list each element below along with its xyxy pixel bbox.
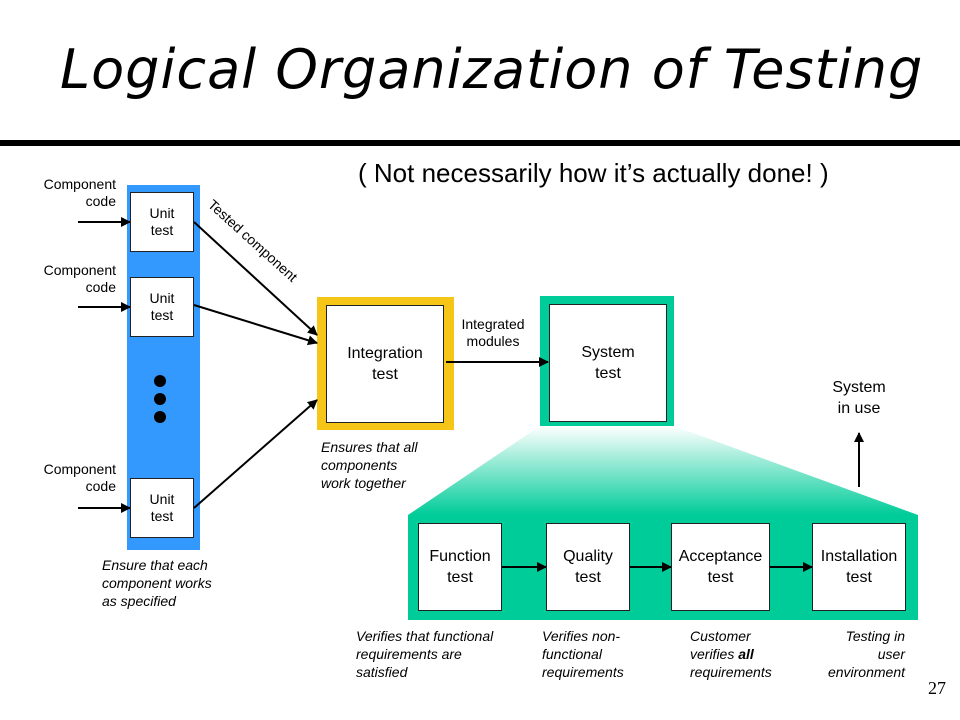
zoom-wedge <box>408 426 918 515</box>
ellipsis-dot <box>154 393 166 405</box>
component-code-label: Component code <box>43 176 116 209</box>
integration-test-box: Integration test <box>326 305 444 423</box>
acceptance-caption-emphasis: all <box>738 646 754 662</box>
component-code-label: Component code <box>43 262 116 295</box>
title-divider <box>0 140 960 146</box>
component-code-label: Component code <box>43 461 116 494</box>
installation-test-box: Installation test <box>812 523 906 611</box>
function-test-caption: Verifies that functional requirements ar… <box>356 628 494 680</box>
tested-arrow-2 <box>193 304 318 346</box>
ellipsis-dot <box>154 375 166 387</box>
quality-test-label: Quality test <box>563 548 613 586</box>
integration-caption: Ensures that all components work togethe… <box>321 439 418 491</box>
tested-arrow-3 <box>193 399 318 509</box>
unit-test-box: Unit test <box>130 277 194 337</box>
function-test-label: Function test <box>429 548 491 586</box>
unit-test-label: Unit test <box>149 290 175 323</box>
acceptance-caption-part: Customer verifies <box>690 628 751 662</box>
quality-test-caption: Verifies non- functional requirements <box>542 628 624 680</box>
acceptance-test-label: Acceptance test <box>678 548 763 586</box>
unit-test-box: Unit test <box>130 192 194 252</box>
subtitle: ( Not necessarily how it’s actually done… <box>358 158 829 188</box>
integrated-modules-label: Integrated modules <box>461 316 525 349</box>
integration-test-label: Integration test <box>347 345 423 383</box>
acceptance-test-box: Acceptance test <box>671 523 770 611</box>
unit-test-box: Unit test <box>130 478 194 538</box>
acceptance-test-caption: Customer verifies all requirements <box>690 627 772 681</box>
ellipsis-dot <box>154 411 166 423</box>
unit-test-label: Unit test <box>149 205 175 238</box>
function-test-box: Function test <box>418 523 502 611</box>
tested-arrow-1 <box>193 221 318 336</box>
system-test-box: System test <box>549 304 667 422</box>
tested-component-label: Tested component <box>205 196 301 285</box>
installation-test-caption: Testing in user environment <box>827 628 905 680</box>
installation-test-label: Installation test <box>820 548 898 586</box>
page-title: Logical Organization of Testing <box>60 38 924 101</box>
unit-test-label: Unit test <box>149 491 175 524</box>
acceptance-caption-part: requirements <box>690 664 772 680</box>
system-in-use-label: System in use <box>832 379 886 417</box>
quality-test-box: Quality test <box>546 523 630 611</box>
page-number: 27 <box>928 678 946 698</box>
unit-test-caption: Ensure that each component works as spec… <box>102 557 212 609</box>
system-test-label: System test <box>581 344 635 382</box>
